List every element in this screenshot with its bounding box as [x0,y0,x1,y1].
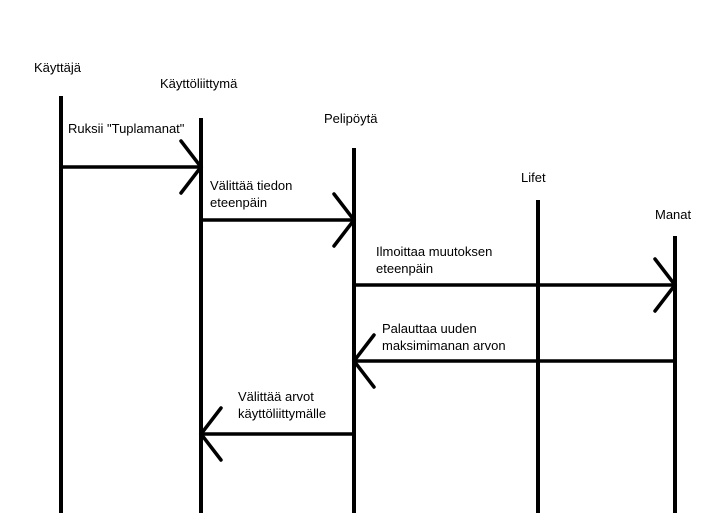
message-arrowhead-2 [332,192,357,248]
participant-label-kayttoliittyma: Käyttöliittymä [160,76,238,91]
message-label-3-line-1: Ilmoittaa muutoksen [376,244,492,259]
participant-label-pelipoyta: Pelipöytä [324,111,378,126]
participant-label-kayttaja: Käyttäjä [34,60,82,75]
message-label-3-line-2: eteenpäin [376,261,433,276]
message-label-1-line-1: Ruksii "Tuplamanat" [68,121,185,136]
message-arrowhead-5 [198,406,223,462]
message-label-2-line-2: eteenpäin [210,195,267,210]
message-label-5-line-2: käyttöliittymälle [238,406,326,421]
message-label-2-line-1: Välittää tiedon [210,178,292,193]
message-arrowhead-3 [653,257,678,313]
message-arrowhead-1 [179,139,204,195]
message-label-4-line-1: Palauttaa uuden [382,321,477,336]
participant-label-lifet: Lifet [521,170,546,185]
message-label-4-line-2: maksimimanan arvon [382,338,506,353]
message-label-5-line-1: Välittää arvot [238,389,314,404]
participant-label-manat: Manat [655,207,692,222]
message-arrowhead-4 [351,333,376,389]
